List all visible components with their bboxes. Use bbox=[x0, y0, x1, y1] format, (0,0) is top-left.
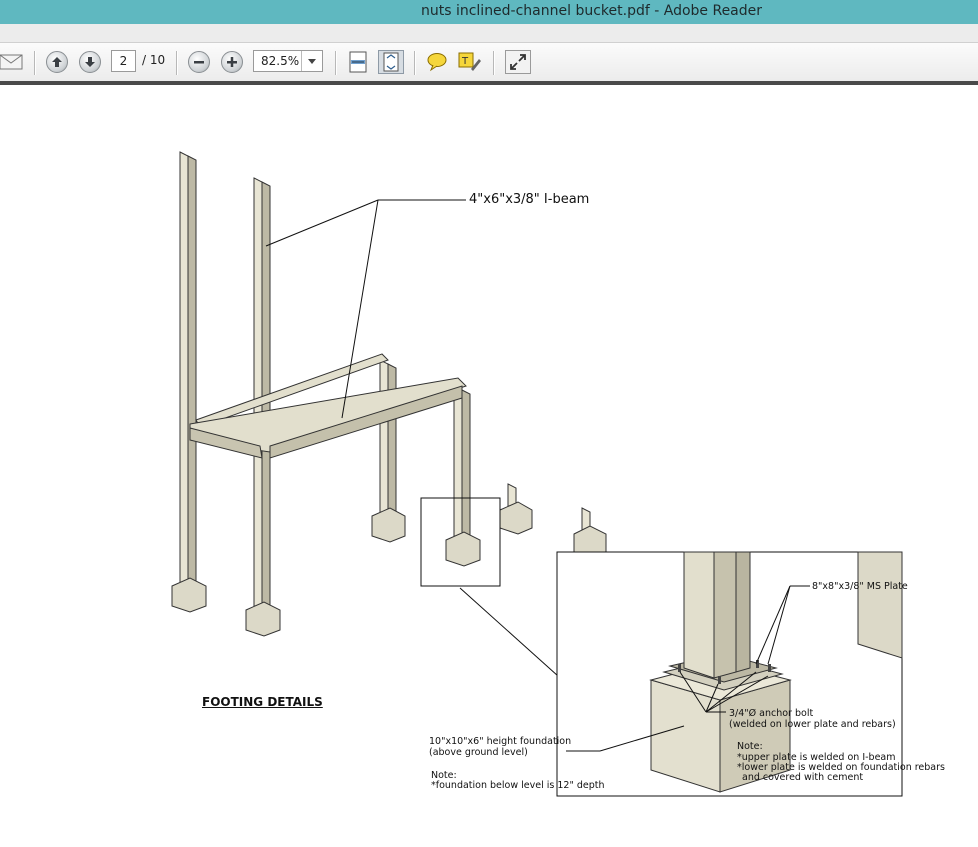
zoom-select[interactable]: 82.5% bbox=[253, 50, 323, 72]
zoom-value: 82.5% bbox=[261, 54, 300, 68]
note-left-title: Note: bbox=[431, 770, 457, 781]
email-icon[interactable] bbox=[0, 50, 24, 74]
zoom-in-icon bbox=[221, 51, 243, 73]
zoom-in-button[interactable] bbox=[221, 50, 243, 74]
svg-text:T: T bbox=[461, 56, 469, 67]
toolbar-separator bbox=[493, 51, 495, 75]
toolbar-separator bbox=[335, 51, 337, 75]
foundation-label: 10"x10"x6" height foundation bbox=[429, 736, 572, 747]
beam-label: 4"x6"x3/8" I-beam bbox=[469, 192, 590, 207]
previous-page-button[interactable] bbox=[46, 50, 68, 74]
note-right-line-3: and covered with cement bbox=[742, 772, 864, 783]
page-total: / 10 bbox=[142, 53, 166, 67]
next-page-icon bbox=[79, 51, 101, 73]
menu-bar bbox=[0, 24, 978, 43]
bolt-sublabel: (welded on lower plate and rebars) bbox=[729, 719, 896, 730]
toolbar-separator bbox=[176, 51, 178, 75]
fullscreen-icon[interactable] bbox=[505, 50, 531, 74]
highlight-icon[interactable]: T bbox=[458, 50, 482, 74]
next-page-button[interactable] bbox=[79, 50, 101, 74]
structure-drawing bbox=[171, 151, 903, 797]
previous-page-icon bbox=[46, 51, 68, 73]
fit-width-icon[interactable] bbox=[347, 50, 369, 74]
bolt-label: 3/4"Ø anchor bolt bbox=[729, 708, 814, 719]
toolbar-separator bbox=[34, 51, 36, 75]
comment-icon[interactable] bbox=[426, 50, 448, 74]
document-page: 4"x6"x3/8" I-beam FOOTING DETAILS 8"x8"x… bbox=[0, 85, 978, 847]
note-left-line: *foundation below level is 12" depth bbox=[431, 780, 605, 791]
footing-title: FOOTING DETAILS bbox=[202, 695, 323, 709]
toolbar-separator bbox=[414, 51, 416, 75]
chevron-down-icon[interactable] bbox=[301, 51, 322, 71]
window-titlebar: nuts inclined-channel bucket.pdf - Adobe… bbox=[0, 0, 978, 24]
foundation-sublabel: (above ground level) bbox=[429, 747, 528, 758]
note-right-title: Note: bbox=[737, 741, 763, 752]
zoom-out-button[interactable] bbox=[188, 50, 210, 74]
window-title: nuts inclined-channel bucket.pdf - Adobe… bbox=[420, 3, 763, 19]
plate-label: 8"x8"x3/8" MS Plate bbox=[812, 581, 908, 592]
toolbar-divider bbox=[0, 81, 978, 85]
page-number-input[interactable]: 2 bbox=[111, 50, 136, 72]
zoom-out-icon bbox=[188, 51, 210, 73]
note-right-line-1: *upper plate is welded on I-beam bbox=[737, 752, 896, 763]
fit-page-icon[interactable] bbox=[378, 50, 404, 74]
note-right-line-2: *lower plate is welded on foundation reb… bbox=[737, 762, 945, 773]
